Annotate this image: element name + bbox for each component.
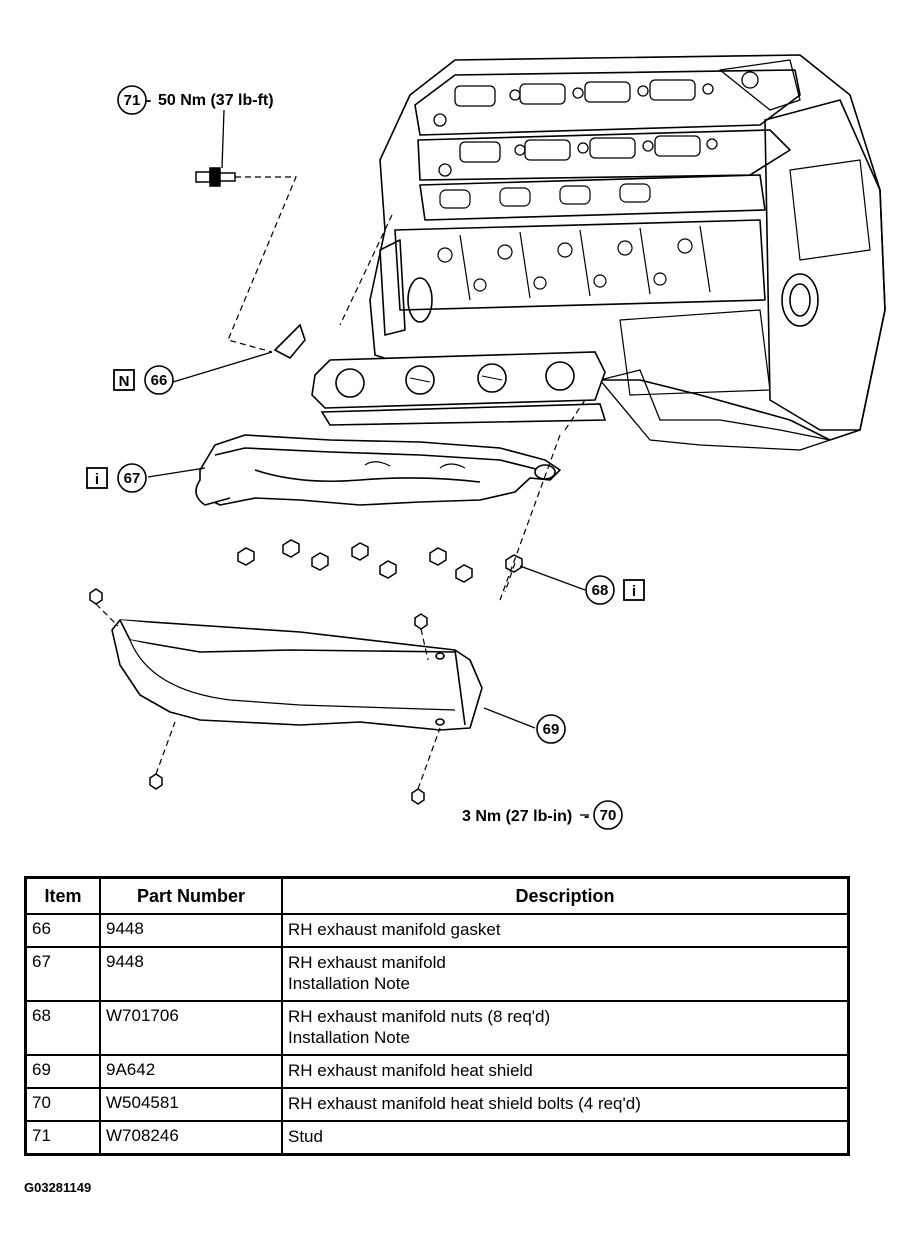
- callout-68-number: 68: [592, 582, 609, 599]
- cell-description: RH exhaust manifold Installation Note: [281, 946, 850, 1002]
- description-line: RH exhaust manifold nuts (8 req'd): [288, 1007, 551, 1026]
- cell-item: 70: [24, 1087, 101, 1122]
- installation-note-link: Installation Note: [288, 974, 410, 993]
- callout-71-dash: -: [146, 92, 151, 109]
- assembly-guide-lines: [95, 176, 586, 790]
- callout-71-torque: 50 Nm (37 lb-ft): [158, 92, 274, 109]
- cell-item: 66: [24, 913, 101, 948]
- table-row: 67 9448 RH exhaust manifold Installation…: [24, 946, 850, 1002]
- table-row: 70 W504581 RH exhaust manifold heat shie…: [24, 1087, 850, 1122]
- header-item: Item: [24, 876, 101, 915]
- description-line: RH exhaust manifold: [288, 953, 446, 972]
- callout-69: 69: [536, 714, 566, 744]
- table-row: 71 W708246 Stud: [24, 1120, 850, 1156]
- callout-leader-lines: [147, 109, 589, 816]
- table-row: 68 W701706 RH exhaust manifold nuts (8 r…: [24, 1000, 850, 1056]
- callout-66: N 66: [113, 365, 174, 395]
- cell-description: RH exhaust manifold gasket: [281, 913, 850, 948]
- cell-part-number: 9448: [99, 946, 283, 1002]
- cell-part-number: W504581: [99, 1087, 283, 1122]
- callout-67: i 67: [86, 463, 147, 493]
- description-line: Stud: [288, 1127, 323, 1146]
- cell-part-number: W708246: [99, 1120, 283, 1156]
- parts-table: Item Part Number Description 66 9448 RH …: [24, 876, 850, 1156]
- stud-illustration: [195, 167, 236, 187]
- header-part-number: Part Number: [99, 876, 283, 915]
- new-part-badge: N: [119, 373, 130, 390]
- exploded-view-diagram: 71 - 50 Nm (37 lb-ft) N 66 i 67 68 i 69 …: [86, 54, 886, 830]
- callout-69-number: 69: [543, 721, 560, 738]
- cell-part-number: 9448: [99, 913, 283, 948]
- heat-shield-illustration: [111, 619, 483, 731]
- cell-item: 67: [24, 946, 101, 1002]
- installation-note-link: Installation Note: [288, 1028, 410, 1047]
- callout-67-number: 67: [124, 470, 141, 487]
- callout-66-number: 66: [151, 372, 168, 389]
- cell-description: RH exhaust manifold heat shield bolts (4…: [281, 1087, 850, 1122]
- table-header-row: Item Part Number Description: [24, 876, 850, 915]
- callout-71-number: 71: [124, 92, 141, 109]
- cell-description: Stud: [281, 1120, 850, 1156]
- callout-70-dash: -: [584, 808, 589, 825]
- callout-70-number: 70: [600, 807, 617, 824]
- callout-70: 3 Nm (27 lb-in) - 70: [462, 800, 623, 830]
- description-line: RH exhaust manifold heat shield: [288, 1061, 533, 1080]
- description-line: RH exhaust manifold heat shield bolts (4…: [288, 1094, 641, 1113]
- engine-block-illustration: [369, 54, 886, 451]
- callout-70-torque: 3 Nm (27 lb-in): [462, 808, 572, 825]
- cell-description: RH exhaust manifold nuts (8 req'd) Insta…: [281, 1000, 850, 1056]
- callout-68: 68 i: [585, 575, 645, 605]
- cell-part-number: 9A642: [99, 1054, 283, 1089]
- callout-71: 71 - 50 Nm (37 lb-ft): [117, 85, 274, 115]
- header-description: Description: [281, 876, 850, 915]
- exhaust-manifold-illustration: [195, 434, 561, 506]
- exhaust-manifold-gasket-illustration: [273, 323, 607, 426]
- info-badge-67: i: [95, 471, 99, 488]
- cell-item: 68: [24, 1000, 101, 1056]
- cell-part-number: W701706: [99, 1000, 283, 1056]
- cell-description: RH exhaust manifold heat shield: [281, 1054, 850, 1089]
- table-row: 66 9448 RH exhaust manifold gasket: [24, 913, 850, 948]
- table-row: 69 9A642 RH exhaust manifold heat shield: [24, 1054, 850, 1089]
- cell-item: 69: [24, 1054, 101, 1089]
- info-badge-68: i: [632, 583, 636, 600]
- figure-code: G03281149: [24, 1180, 92, 1195]
- description-line: RH exhaust manifold gasket: [288, 920, 501, 939]
- cell-item: 71: [24, 1120, 101, 1156]
- manifold-nuts-illustration: [237, 539, 523, 583]
